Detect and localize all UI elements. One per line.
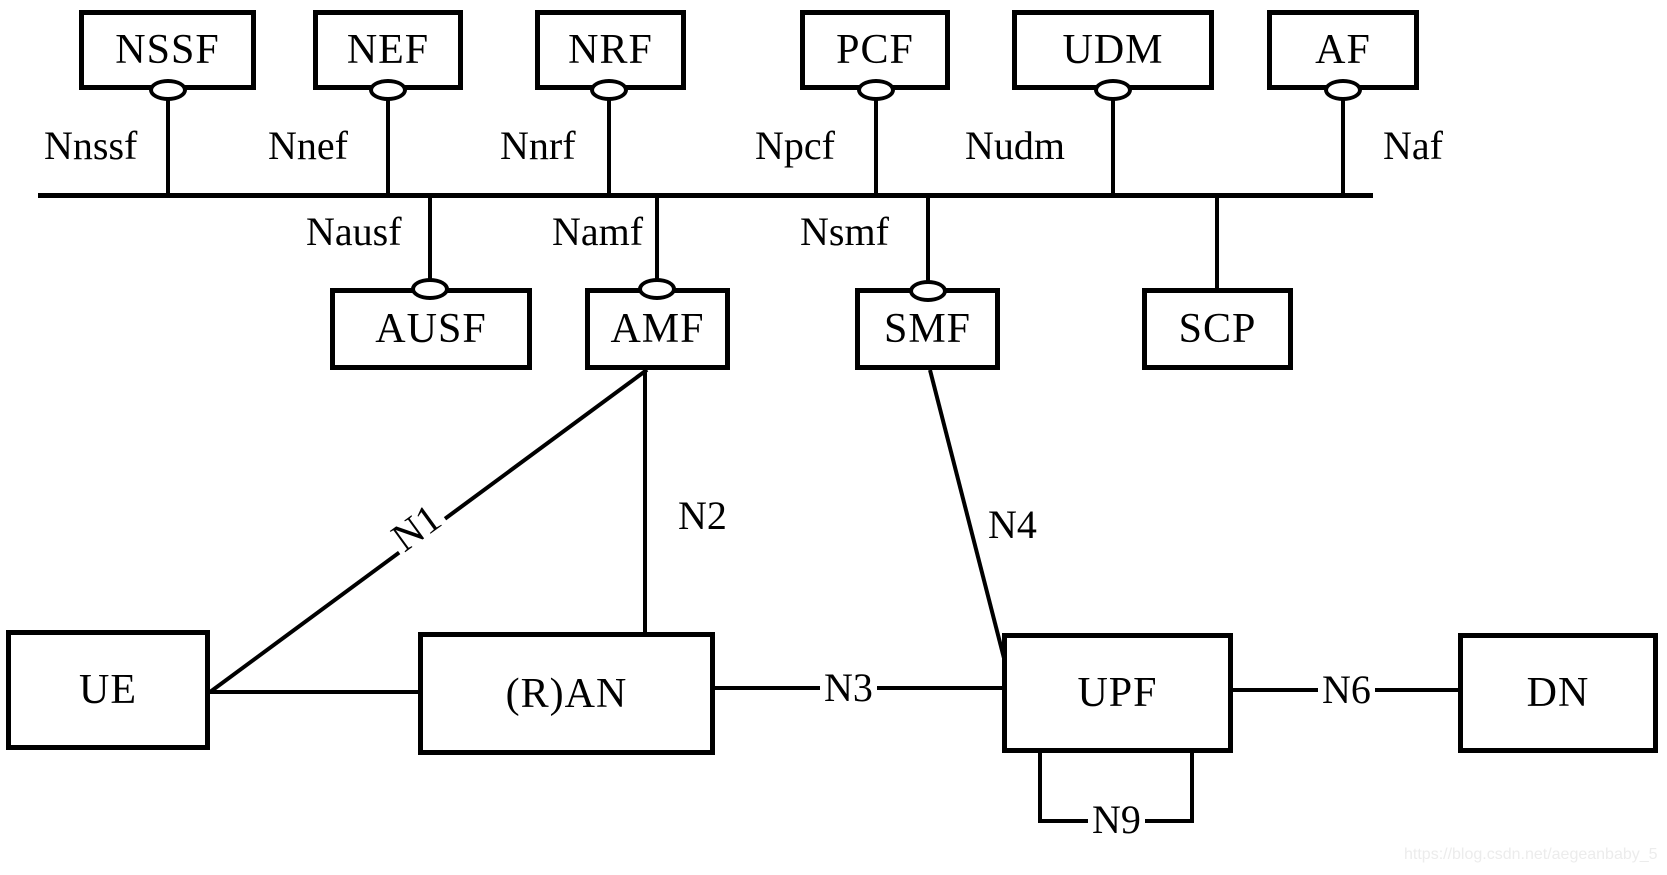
bus-link-amf	[655, 198, 659, 290]
node-label-pcf: PCF	[836, 27, 914, 73]
bus-link-nssf	[166, 90, 170, 193]
interface-label-nnrf: Nnrf	[500, 123, 576, 168]
bus-link-pcf	[874, 90, 878, 193]
bus-link-nef	[386, 90, 390, 193]
service-port-icon-amf	[638, 278, 676, 300]
interface-label-namf: Namf	[552, 209, 644, 254]
node-box-amf: AMF	[585, 288, 730, 370]
interface-label-nausf: Nausf	[306, 209, 402, 254]
node-box-ausf: AUSF	[330, 288, 532, 370]
interface-label-nnssf: Nnssf	[44, 123, 138, 168]
node-box-upf: UPF	[1002, 633, 1233, 753]
node-box-nef: NEF	[313, 10, 463, 90]
service-bus-line	[38, 193, 1373, 198]
link-n9-left-leg	[1038, 753, 1042, 823]
node-label-af: AF	[1315, 27, 1371, 73]
service-port-icon-smf	[909, 280, 947, 302]
node-label-scp: SCP	[1178, 306, 1257, 352]
node-box-udm: UDM	[1012, 10, 1214, 90]
ref-label-n6: N6	[1318, 670, 1375, 710]
node-box-af: AF	[1267, 10, 1419, 90]
service-port-icon-nssf	[149, 79, 187, 101]
service-port-icon-ausf	[411, 278, 449, 300]
ref-label-n1: N1	[381, 495, 452, 561]
ref-label-n3: N3	[820, 668, 877, 708]
node-box-ran: (R)AN	[418, 632, 715, 755]
ref-label-n2: N2	[678, 493, 727, 538]
bus-link-ausf	[428, 198, 432, 290]
interface-label-nudm: Nudm	[965, 123, 1065, 168]
bus-link-af	[1341, 90, 1345, 193]
node-label-udm: UDM	[1062, 27, 1164, 73]
link-n2-line	[643, 370, 647, 632]
bus-link-smf	[926, 198, 930, 292]
node-box-pcf: PCF	[800, 10, 950, 90]
node-box-ue: UE	[6, 630, 210, 750]
node-label-nssf: NSSF	[115, 27, 220, 73]
interface-label-nnef: Nnef	[268, 123, 348, 168]
link-ue-ran-line	[210, 690, 418, 694]
service-port-icon-udm	[1094, 79, 1132, 101]
service-port-icon-af	[1324, 79, 1362, 101]
service-port-icon-pcf	[857, 79, 895, 101]
bus-link-nrf	[607, 90, 611, 193]
node-label-smf: SMF	[883, 306, 972, 352]
interface-label-nsmf: Nsmf	[800, 209, 889, 254]
node-label-ran: (R)AN	[505, 670, 628, 717]
node-label-ue: UE	[79, 667, 137, 713]
node-label-nef: NEF	[346, 27, 430, 73]
watermark-url: https://blog.csdn.net/aegeanbaby_5	[1404, 846, 1658, 863]
node-box-nrf: NRF	[535, 10, 686, 90]
bus-link-scp	[1215, 198, 1219, 290]
bus-link-udm	[1111, 90, 1115, 193]
node-box-scp: SCP	[1142, 288, 1293, 370]
node-label-upf: UPF	[1077, 670, 1158, 716]
node-label-dn: DN	[1526, 670, 1590, 716]
node-label-amf: AMF	[610, 306, 705, 352]
interface-label-npcf: Npcf	[755, 123, 835, 168]
ref-label-n4: N4	[988, 502, 1037, 547]
link-n9-right-leg	[1190, 753, 1194, 823]
node-label-nrf: NRF	[568, 27, 653, 73]
ref-label-n9: N9	[1088, 800, 1145, 840]
service-port-icon-nrf	[590, 79, 628, 101]
node-label-ausf: AUSF	[375, 306, 487, 352]
node-box-nssf: NSSF	[79, 10, 256, 90]
node-box-dn: DN	[1458, 633, 1658, 753]
interface-label-naf: Naf	[1383, 123, 1443, 168]
service-port-icon-nef	[369, 79, 407, 101]
